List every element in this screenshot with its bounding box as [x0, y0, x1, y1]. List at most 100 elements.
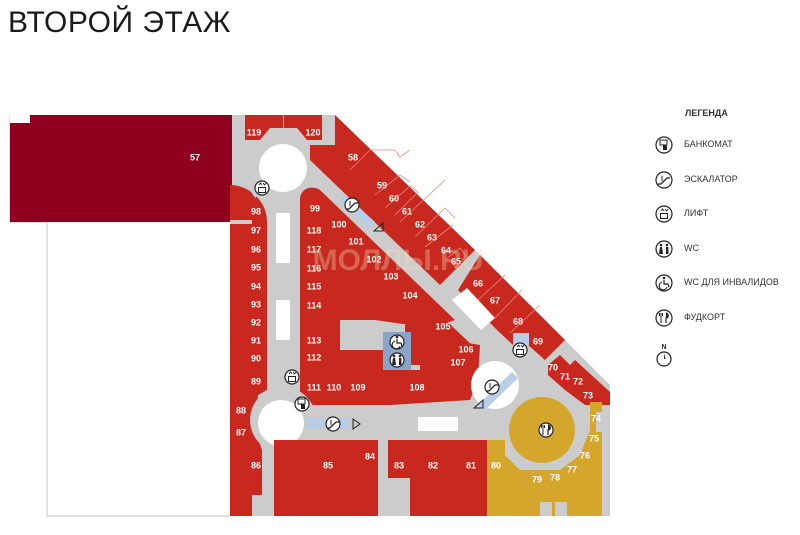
wc-icon [655, 239, 673, 258]
unit-label-95[interactable]: 95 [251, 262, 261, 272]
unit-label-112[interactable]: 112 [307, 352, 322, 362]
unit-66-69-block[interactable] [458, 255, 565, 360]
unit-120[interactable] [284, 115, 322, 140]
food-court-area[interactable] [487, 402, 602, 516]
unit-label-101[interactable]: 101 [348, 236, 363, 246]
unit-left-column[interactable] [230, 185, 267, 516]
unit-label-119[interactable]: 119 [247, 127, 262, 137]
unit-label-88[interactable]: 88 [236, 405, 246, 415]
unit-label-67[interactable]: 67 [490, 295, 500, 305]
unit-label-105[interactable]: 105 [435, 321, 450, 331]
unit-label-79[interactable]: 79 [532, 474, 542, 484]
legend-label: ФУДКОРТ [684, 311, 726, 322]
unit-label-59[interactable]: 59 [377, 180, 387, 190]
unit-108-113-block[interactable] [300, 330, 480, 405]
unit-label-77[interactable]: 77 [567, 464, 577, 474]
map-elevator-icon[interactable] [284, 369, 300, 385]
unit-label-91[interactable]: 91 [251, 335, 261, 345]
unit-70-73-block[interactable] [548, 355, 610, 405]
map-atm-icon[interactable] [294, 396, 310, 412]
unit-label-84[interactable]: 84 [365, 451, 375, 461]
map-elevator-icon[interactable] [254, 180, 270, 196]
unit-label-104[interactable]: 104 [402, 290, 417, 300]
unit-label-78[interactable]: 78 [550, 472, 560, 482]
legend-label: WC [684, 242, 699, 253]
unit-label-93[interactable]: 93 [251, 299, 261, 309]
unit-label-113[interactable]: 113 [307, 335, 322, 345]
unit-label-85[interactable]: 85 [323, 460, 333, 470]
unit-label-111[interactable]: 111 [307, 382, 321, 392]
unit-57[interactable] [10, 115, 232, 222]
unit-label-69[interactable]: 69 [533, 336, 543, 346]
unit-79[interactable] [528, 470, 550, 502]
unit-label-74[interactable]: 74 [591, 413, 601, 423]
direction-arrow-icon [352, 418, 361, 430]
map-elevator-icon[interactable] [512, 342, 528, 358]
unit-label-115[interactable]: 115 [307, 281, 322, 291]
unit-label-71[interactable]: 71 [560, 371, 570, 381]
legend-title: ЛЕГЕНДА [685, 108, 728, 118]
unit-label-98[interactable]: 98 [251, 206, 261, 216]
unit-label-81[interactable]: 81 [466, 460, 476, 470]
unit-119[interactable] [245, 115, 283, 140]
unit-label-100[interactable]: 100 [331, 219, 346, 229]
unit-label-103[interactable]: 103 [383, 271, 398, 281]
corridor-notch [540, 502, 552, 516]
unit-label-73[interactable]: 73 [583, 390, 593, 400]
unit-label-87[interactable]: 87 [236, 427, 246, 437]
unit-label-86[interactable]: 86 [251, 460, 261, 470]
unit-label-58[interactable]: 58 [348, 152, 358, 162]
unit-label-102[interactable]: 102 [366, 254, 381, 264]
map-accessible-wc-icon[interactable] [389, 334, 405, 350]
unit-label-68[interactable]: 68 [513, 316, 523, 326]
unit-label-99[interactable]: 99 [310, 203, 320, 213]
unit-label-96[interactable]: 96 [251, 244, 261, 254]
legend-label: БАНКОМАТ [684, 139, 733, 149]
unit-81-83[interactable] [388, 440, 487, 516]
unit-label-118[interactable]: 118 [307, 225, 322, 235]
unit-label-116[interactable]: 116 [307, 263, 322, 273]
unit-label-70[interactable]: 70 [548, 362, 558, 372]
unit-label-117[interactable]: 117 [307, 244, 322, 254]
unit-label-83[interactable]: 83 [394, 460, 404, 470]
unit-label-62[interactable]: 62 [415, 219, 425, 229]
unit-label-57[interactable]: 57 [190, 152, 200, 162]
unit-label-82[interactable]: 82 [428, 460, 438, 470]
unit-label-89[interactable]: 89 [251, 376, 261, 386]
unit-label-64[interactable]: 64 [441, 245, 451, 255]
unit-label-75[interactable]: 75 [589, 433, 599, 443]
unit-label-76[interactable]: 76 [580, 450, 590, 460]
unit-label-72[interactable]: 72 [573, 376, 583, 386]
unit-label-106[interactable]: 106 [458, 344, 473, 354]
unit-label-114[interactable]: 114 [307, 300, 322, 310]
unit-label-109[interactable]: 109 [350, 382, 365, 392]
map-food-court-icon[interactable] [538, 422, 554, 438]
unit-label-120[interactable]: 120 [305, 127, 320, 137]
unit-label-94[interactable]: 94 [251, 281, 261, 291]
unit-58-65-block[interactable] [310, 115, 475, 285]
map-escalator-icon[interactable] [325, 416, 341, 432]
unit-label-60[interactable]: 60 [389, 193, 399, 203]
unit-label-65[interactable]: 65 [451, 256, 461, 266]
map-escalator-icon[interactable] [344, 197, 360, 213]
unit-label-90[interactable]: 90 [251, 353, 261, 363]
unit-label-107[interactable]: 107 [450, 357, 465, 367]
unit-label-108[interactable]: 108 [409, 382, 424, 392]
map-escalator-icon[interactable] [484, 379, 500, 395]
accessible-wc-icon [655, 274, 673, 292]
legend-item-atm: БАНКОМАТ [655, 136, 800, 171]
unit-label-66[interactable]: 66 [473, 278, 483, 288]
unit-label-80[interactable]: 80 [491, 460, 501, 470]
map-wc-icon[interactable] [389, 352, 405, 368]
unit-label-97[interactable]: 97 [251, 225, 261, 235]
unit-label-63[interactable]: 63 [427, 232, 437, 242]
unit-85[interactable] [274, 440, 378, 516]
legend-label: ЭСКАЛАТОР [684, 173, 738, 184]
unit-label-92[interactable]: 92 [251, 317, 261, 327]
unit-label-61[interactable]: 61 [402, 206, 412, 216]
unit-center-block[interactable] [300, 187, 455, 330]
unit-label-110[interactable]: 110 [327, 382, 342, 392]
elevator-icon [655, 205, 673, 223]
